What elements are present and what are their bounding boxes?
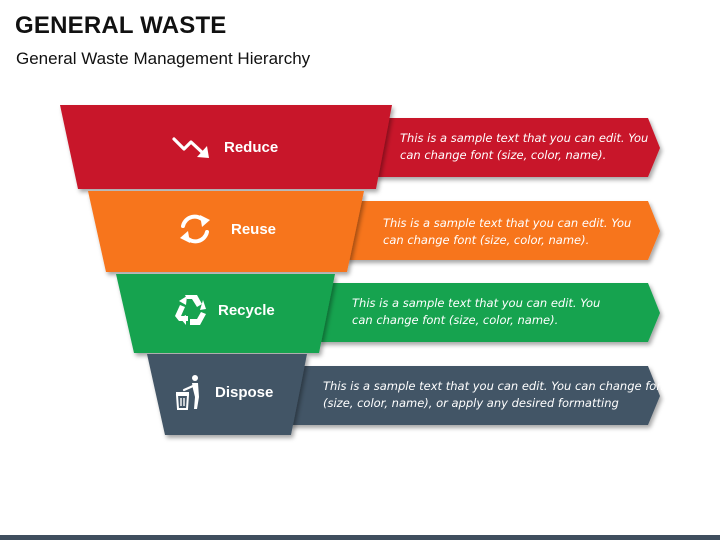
level-label-reuse: Reuse (231, 221, 276, 238)
description-arrow-recycle (318, 283, 660, 342)
level-label-recycle: Recycle (218, 302, 275, 319)
funnel-segment-recycle[interactable] (116, 274, 335, 353)
level-dispose: Dispose This is a sample text that you c… (147, 354, 669, 435)
level-description-recycle-line-1: This is a sample text that you can edit.… (352, 296, 600, 310)
funnel-segment-reduce[interactable] (60, 105, 392, 189)
level-description-reuse-line-2: can change font (size, color, name). (383, 233, 589, 247)
level-description-dispose-line-1: This is a sample text that you can edit.… (323, 379, 669, 393)
recycle-icon (175, 295, 206, 325)
level-description-reduce-line-1: This is a sample text that you can edit.… (400, 131, 648, 145)
page-title: GENERAL WASTE (15, 12, 227, 39)
refresh-icon (180, 214, 210, 244)
level-label-reduce: Reduce (224, 139, 278, 156)
description-arrow-dispose (289, 366, 660, 425)
trend-down-icon (172, 137, 209, 158)
level-recycle: Recycle This is a sample text that you c… (116, 274, 660, 353)
description-arrow-reuse (345, 201, 660, 260)
footer-bar (0, 535, 720, 540)
level-label-dispose: Dispose (215, 384, 273, 401)
funnel-segment-reuse[interactable] (88, 191, 364, 272)
description-arrow-reduce (375, 118, 660, 177)
level-description-dispose-line-2: (size, color, name), or apply any desire… (323, 396, 619, 410)
level-description-reduce-line-2: can change font (size, color, name). (400, 148, 606, 162)
funnel-segment-dispose[interactable] (147, 354, 307, 435)
level-reuse: Reuse This is a sample text that you can… (88, 191, 660, 272)
level-reduce: Reduce This is a sample text that you ca… (60, 105, 660, 189)
trash-disposal-icon (175, 375, 199, 410)
level-description-reuse-line-1: This is a sample text that you can edit.… (383, 216, 631, 230)
page-subtitle: General Waste Management Hierarchy (16, 49, 311, 68)
level-description-recycle-line-2: can change font (size, color, name). (352, 313, 558, 327)
